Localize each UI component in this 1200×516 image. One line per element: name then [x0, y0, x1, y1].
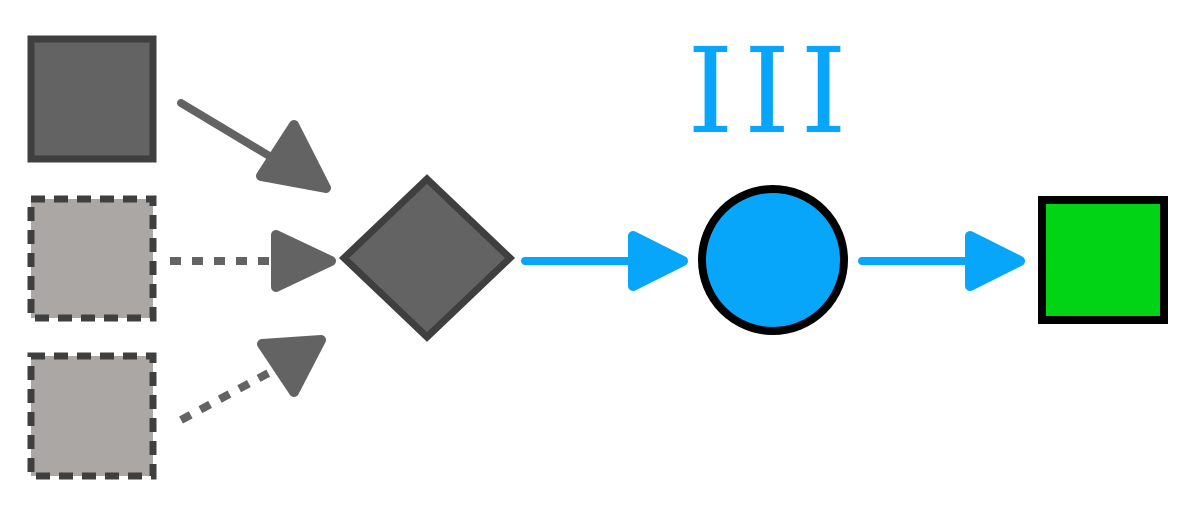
arrowhead-process-to-output: [965, 231, 1025, 291]
merge-diamond-node: [338, 174, 516, 342]
process-circle-node: [698, 185, 848, 335]
arrowhead-input-3: [257, 335, 326, 397]
input-node-dashed-2: [27, 352, 157, 480]
input-node-solid: [27, 35, 157, 163]
edge-input-3-to-merge: [179, 365, 278, 424]
input-node-dashed-1: [27, 195, 157, 322]
stage-label: III: [687, 22, 857, 160]
arrowhead-merge-to-process: [628, 231, 688, 291]
output-square-node: [1038, 196, 1168, 324]
arrowhead-input-2: [271, 230, 336, 292]
arrowhead-input-1: [256, 120, 331, 193]
edge-input-1-to-merge: [177, 99, 280, 164]
